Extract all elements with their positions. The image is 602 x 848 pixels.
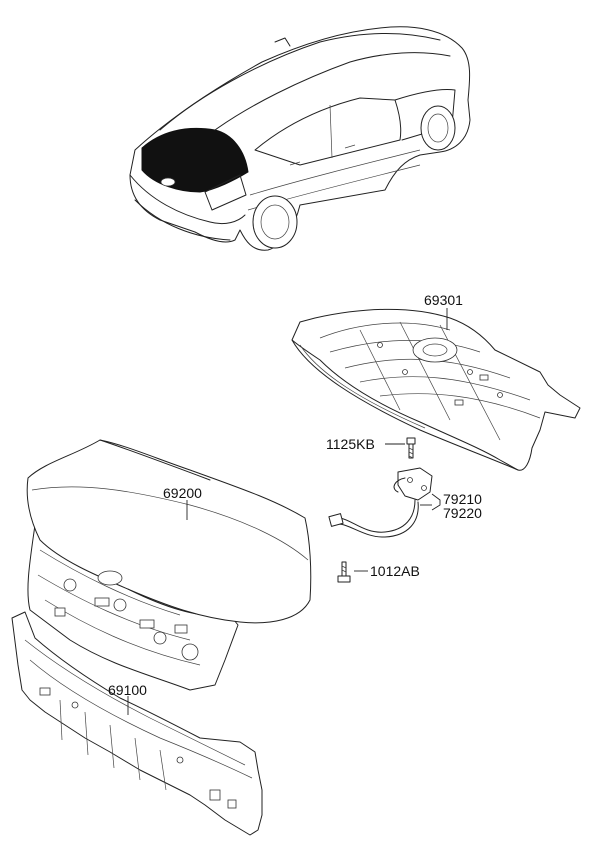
part-label-79210: 79210	[443, 491, 482, 507]
bolt-1012ab-part	[337, 561, 351, 583]
back-panel-part	[11, 611, 263, 836]
part-label-69200: 69200	[163, 485, 202, 501]
part-label-1125kb: 1125KB	[326, 436, 375, 452]
car-illustration	[129, 26, 471, 251]
leader-lines	[127, 308, 448, 715]
trunk-latch-part	[328, 467, 433, 538]
part-label-69301: 69301	[424, 292, 463, 308]
trunk-lid-part	[26, 439, 312, 691]
part-label-1012ab: 1012AB	[370, 563, 420, 579]
rear-floor-panel-part	[291, 308, 581, 471]
part-label-69100: 69100	[108, 682, 147, 698]
bolt-1125kb-part	[406, 437, 416, 459]
part-label-79220: 79220	[443, 505, 482, 521]
